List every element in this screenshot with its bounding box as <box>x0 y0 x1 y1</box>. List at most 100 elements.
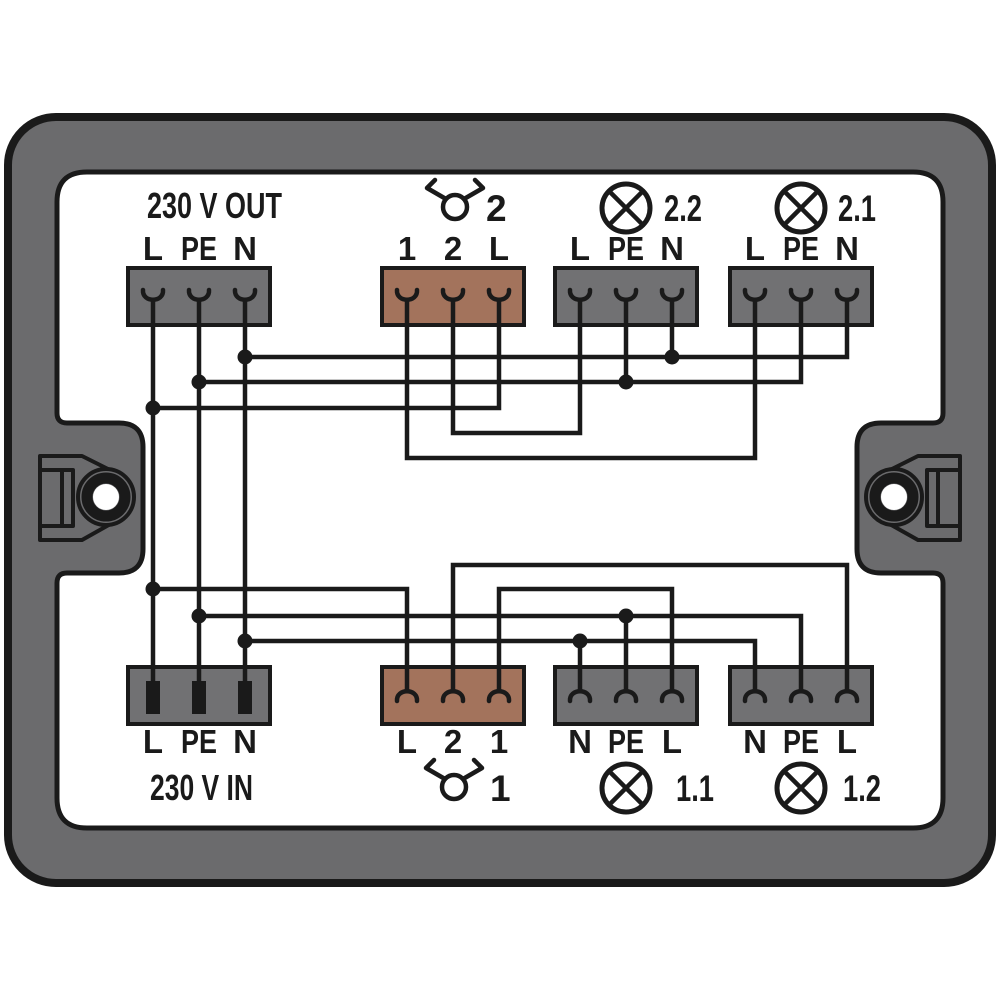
mounting-lug-right <box>864 454 962 542</box>
clamp-icon <box>742 287 768 302</box>
terminal-label: PE <box>608 723 644 760</box>
lamp-1-1-symbol <box>599 761 653 815</box>
terminal-label: 2 <box>444 723 462 760</box>
title-230v-in: 230 V IN <box>150 767 253 808</box>
wire-L-to-switch1 <box>153 586 410 690</box>
lamp-icon <box>606 768 646 808</box>
junction-dot <box>237 349 253 365</box>
junction-dot <box>191 608 207 624</box>
clamp-icon <box>567 689 593 704</box>
lamp-icon <box>606 188 646 228</box>
mounting-lug-left <box>38 454 136 542</box>
lamp-2-1-id: 2.1 <box>838 188 876 229</box>
junction-dot <box>191 374 207 390</box>
clamp-icon <box>567 287 593 302</box>
lamp-icon <box>774 761 828 815</box>
clamp-icon <box>659 689 685 704</box>
junction-dot <box>237 633 253 649</box>
clamp-icon <box>613 287 639 302</box>
lamp-1-1-id: 1.1 <box>676 768 714 809</box>
lamp-icon <box>774 181 828 235</box>
two-way-switch-icon <box>461 177 486 202</box>
terminal-label: 2 <box>444 230 462 267</box>
switch-2-symbol <box>424 177 486 222</box>
junction-dot <box>618 608 634 624</box>
terminal-label: PE <box>181 230 217 267</box>
terminal-label: 1 <box>490 723 508 760</box>
terminal-label: PE <box>783 723 819 760</box>
terminal-label: N <box>233 723 257 760</box>
enclosure-inner-area <box>54 169 946 831</box>
wire-L-to-switch2 <box>153 300 502 411</box>
junction-dot <box>664 349 680 365</box>
switch-2-id: 2 <box>486 188 507 229</box>
terminal-label: N <box>835 230 859 267</box>
two-way-switch-icon <box>439 772 469 802</box>
mounting-lug-right-outline <box>885 454 962 542</box>
terminal-label: L <box>489 230 509 267</box>
junction-dot <box>145 581 161 597</box>
clamp-icon <box>834 689 860 704</box>
terminal-label: N <box>660 230 684 267</box>
terminal-label: 1 <box>398 230 416 267</box>
terminal-label: N <box>568 723 592 760</box>
terminal-label: PE <box>608 230 644 267</box>
clamp-icon <box>394 689 420 704</box>
wire-PE-bottom <box>199 613 804 690</box>
mounting-lug-left-bracket-bars <box>40 468 62 528</box>
lamp-2-2-id: 2.2 <box>664 188 702 229</box>
lamp-2-1-symbol <box>774 181 828 235</box>
title-230v-out: 230 V OUT <box>147 185 282 226</box>
terminal-label: L <box>662 723 682 760</box>
lamp-1-2-symbol <box>774 761 828 815</box>
wires <box>150 300 850 690</box>
lamp-1-2-id: 1.2 <box>843 768 881 809</box>
lamp-2-2-symbol <box>599 181 653 235</box>
mounting-lug-right-bracket-bars <box>938 468 960 528</box>
labels-bottom-row: L PE N 230 V IN L 2 1 1 N PE L 1.1 N PE … <box>143 723 881 809</box>
wire-switch1-to-lamp11 <box>496 586 675 690</box>
clamp-icon <box>659 287 685 302</box>
clamp-icon <box>486 287 512 302</box>
junction-dot <box>572 633 588 649</box>
clamp-icon <box>788 689 814 704</box>
terminal-label: PE <box>783 230 819 267</box>
terminal-label: N <box>233 230 257 267</box>
screw-hole-left-icon <box>93 484 119 510</box>
clamp-icon <box>486 689 512 704</box>
terminal-label: L <box>570 230 590 267</box>
wire-N-top <box>245 300 850 360</box>
clamp-hooks-top <box>140 287 860 302</box>
terminal-label: L <box>143 230 163 267</box>
wire-switch2-to-lamp21 <box>404 300 758 461</box>
screw-ring-left-icon <box>81 472 131 522</box>
lamp-icon <box>781 188 821 228</box>
pin-contact-icon <box>146 681 160 714</box>
clamp-icon <box>788 287 814 302</box>
two-way-switch-icon <box>440 192 470 222</box>
junction-dot <box>618 374 634 390</box>
terminal-label: PE <box>181 723 217 760</box>
screw-ring-right-icon <box>869 472 919 522</box>
mounting-lug-right-bracket <box>925 468 940 528</box>
clamp-icon <box>232 287 258 302</box>
two-way-switch-icon <box>460 757 485 782</box>
wire-switch2-to-lamp22 <box>450 300 583 436</box>
switch-1-symbol <box>423 757 485 802</box>
two-way-switch-icon <box>423 757 448 782</box>
terminal-label: L <box>143 723 163 760</box>
mounting-lug-left-outline <box>38 454 115 542</box>
lamp-icon <box>599 181 653 235</box>
two-way-switch-icon <box>424 177 449 202</box>
clamp-icon <box>186 287 212 302</box>
junction-dot <box>145 400 161 416</box>
clamp-hooks-bottom <box>146 681 860 714</box>
clamp-icon <box>140 287 166 302</box>
terminal-label: N <box>743 723 767 760</box>
clamp-icon <box>440 287 466 302</box>
clamp-icon <box>742 689 768 704</box>
wire-switch1-to-lamp12 <box>450 562 850 690</box>
clamp-icon <box>613 689 639 704</box>
